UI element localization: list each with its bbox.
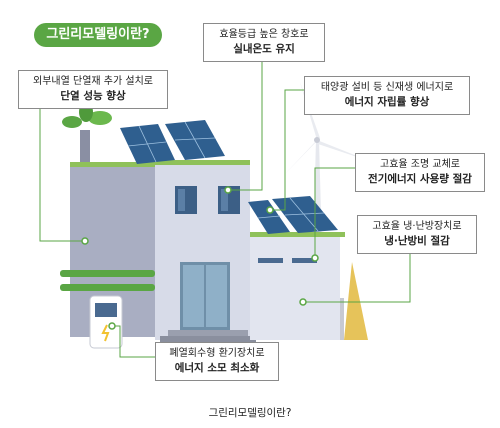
callout-windows-line2: 실내온도 유지 <box>233 43 295 55</box>
callout-hvac-line2: 냉·난방비 절감 <box>384 235 450 247</box>
callout-windows: 효율등급 높은 창호로 실내온도 유지 <box>203 23 325 62</box>
callout-insulation: 외부내열 단열재 추가 설치로 단열 성능 향상 <box>18 70 168 109</box>
callout-lighting-line2: 전기에너지 사용량 절감 <box>368 173 472 185</box>
callout-lighting-line1: 고효율 조명 교체로 <box>380 159 460 170</box>
callout-solar-line2: 에너지 자립률 향상 <box>344 96 430 108</box>
callout-lighting: 고효율 조명 교체로 전기에너지 사용량 절감 <box>355 153 485 192</box>
right-block <box>250 232 368 340</box>
middle-block <box>155 160 256 342</box>
callout-ventilation-line1: 폐열회수형 환기장치로 <box>169 348 265 359</box>
callout-hvac: 고효율 냉·난방장치로 냉·난방비 절감 <box>357 215 477 254</box>
callout-hvac-line1: 고효율 냉·난방장치로 <box>372 221 462 232</box>
solar-panels <box>120 120 338 234</box>
callout-ventilation: 폐열회수형 환기장치로 에너지 소모 최소화 <box>155 342 279 381</box>
callout-solar-line1: 태양광 설비 등 신재생 에너지로 <box>320 82 454 93</box>
callout-solar: 태양광 설비 등 신재생 에너지로 에너지 자립률 향상 <box>304 76 470 115</box>
figure-caption: 그린리모델링이란? <box>208 407 292 419</box>
callout-insulation-line1: 외부내열 단열재 추가 설치로 <box>33 76 153 87</box>
callout-insulation-line2: 단열 성능 향상 <box>60 90 126 102</box>
callout-windows-line1: 효율등급 높은 창호로 <box>219 29 309 40</box>
title-badge: 그린리모델링이란? <box>34 23 162 47</box>
callout-ventilation-line2: 에너지 소모 최소화 <box>174 362 260 374</box>
ev-charger <box>89 295 123 349</box>
